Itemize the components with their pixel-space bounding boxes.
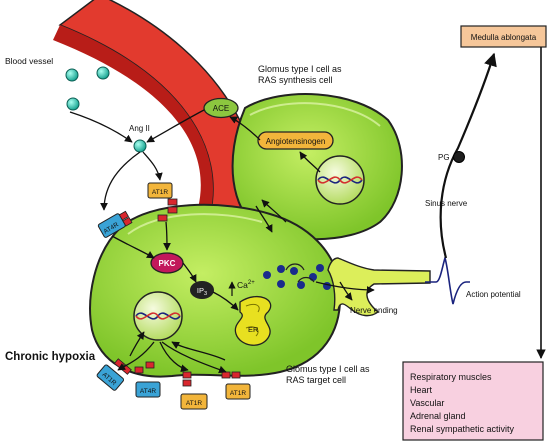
targets-box: Respiratory muscles Heart Vascular Adren… [402, 361, 544, 441]
er-label: ER [248, 325, 259, 334]
synthesis-cell-label: Glomus type I cell as RAS synthesis cell [258, 64, 344, 85]
vesicle [290, 267, 298, 275]
synthesis-nucleus [315, 155, 365, 205]
target-item: Respiratory muscles [410, 372, 492, 382]
target-item: Adrenal gland [410, 411, 466, 421]
angiotensinogen-label: Angiotensinogen [266, 137, 326, 146]
pg-label: PG [438, 153, 450, 162]
vesicle [297, 281, 305, 289]
medulla-label: Medulla ablongata [471, 33, 537, 42]
ip3-label: IP3 [197, 286, 207, 297]
vesicle [277, 280, 285, 288]
vesicle [277, 265, 285, 273]
at1r-receptor-bottom-mid [180, 371, 208, 410]
calcium-label: Ca2+ [237, 280, 255, 290]
pg-ganglion [453, 151, 465, 163]
vesicle [323, 282, 331, 290]
angiotensinogen-pill [257, 131, 334, 150]
synthesis-cell [231, 93, 403, 241]
vesicle [263, 271, 271, 279]
at4r-receptor-top [97, 210, 133, 238]
ang-molecule-dot [65, 68, 79, 82]
ang-molecule-dot [66, 97, 80, 111]
ang-ii-label: Ang II [129, 124, 150, 133]
ang-ii-molecule [133, 139, 147, 153]
vesicle [309, 273, 317, 281]
at1r-receptor-bottom-right [221, 371, 251, 400]
action-potential-label: Action potential [466, 290, 521, 299]
pkc-label: PKC [159, 259, 176, 268]
sinus-nerve-label: Sinus nerve [425, 199, 468, 208]
nerve-ending [327, 257, 431, 317]
target-item: Renal sympathetic activity [410, 424, 515, 434]
at4r-label: AT4R [140, 388, 156, 395]
endoplasmic-reticulum [234, 296, 272, 346]
vesicle [316, 264, 324, 272]
at1r-label: AT1R [152, 189, 168, 196]
ip3-molecule [190, 281, 214, 299]
target-cell-label: Glomus type I cell as RAS target cell [286, 364, 372, 385]
target-item: Vascular [410, 398, 444, 408]
target-cell [89, 203, 342, 378]
action-potential-trace [425, 255, 470, 305]
at1r-label: AT1R [186, 400, 202, 407]
at1r-receptor-top [147, 182, 178, 222]
sinus-nerve-fiber [439, 52, 497, 259]
blood-vessel-label: Blood vessel [5, 56, 53, 66]
medulla-box [460, 25, 547, 48]
chronic-hypoxia-label: Chronic hypoxia [5, 351, 96, 363]
target-nucleus [133, 291, 183, 341]
nerve-ending-label: Nerve ending [350, 306, 398, 315]
ace-enzyme [203, 97, 239, 119]
at1r-label: AT1R [230, 390, 246, 397]
pathway-arrows [69, 109, 375, 374]
ace-label: ACE [213, 104, 229, 113]
at4r-receptor-bottom [134, 361, 161, 398]
ang-molecule-dot [96, 66, 110, 80]
target-item: Heart [410, 385, 433, 395]
